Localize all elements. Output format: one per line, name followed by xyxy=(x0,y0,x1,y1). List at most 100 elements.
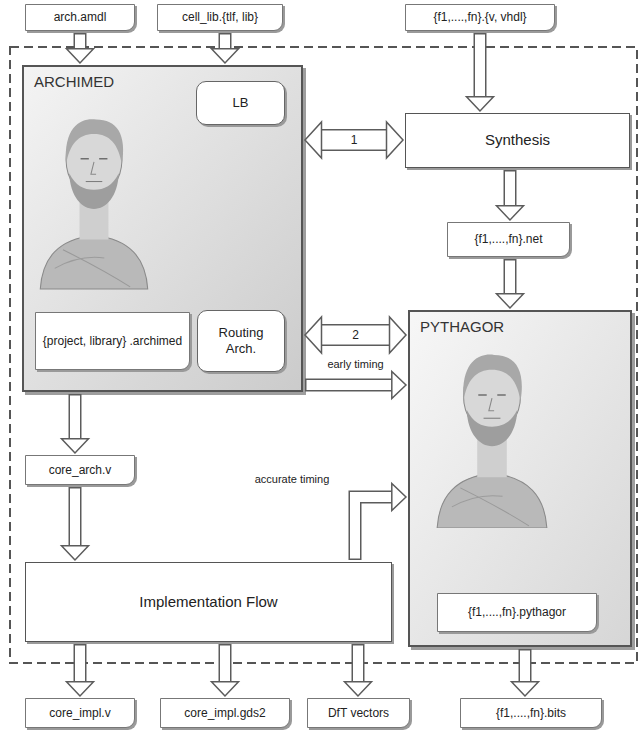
node-text: Implementation Flow xyxy=(139,593,277,612)
node-text: {f1,....,fn}.bits xyxy=(496,706,566,721)
arrow-shaft-fill xyxy=(321,326,391,345)
arrow-shaft-fill xyxy=(75,646,85,683)
block-arrow xyxy=(467,33,494,111)
node-text: core_impl.gds2 xyxy=(184,706,265,721)
node-text: Routing Arch. xyxy=(204,325,278,358)
edge-label: accurate timing xyxy=(253,473,332,486)
arrow-shaft-outline xyxy=(69,394,82,440)
block-arrow xyxy=(355,484,406,561)
edge-label: early timing xyxy=(325,358,385,371)
rounded-box: LB xyxy=(196,81,285,125)
file-note: {f1,....,fn}.{v, vhdl} xyxy=(405,4,555,31)
file-note: core_arch.v xyxy=(25,455,135,485)
node-text: cell_lib.{tlf, lib} xyxy=(182,10,258,25)
arrow-head xyxy=(67,49,94,63)
arrow-shaft-fill xyxy=(505,261,515,295)
node-text: {project, library} .archimed xyxy=(43,334,182,349)
block-arrow xyxy=(67,33,94,63)
file-note: core_impl.gds2 xyxy=(160,698,290,728)
rounded-box: Routing Arch. xyxy=(197,310,285,372)
file-note: {project, library} .archimed xyxy=(35,312,190,370)
node-text: {f1,....,fn}.{v, vhdl} xyxy=(433,10,526,25)
arrow-shaft-outline xyxy=(74,33,87,50)
file-note: arch.amdl xyxy=(25,4,135,31)
node-text: core_impl.v xyxy=(49,706,110,721)
arrow-head xyxy=(345,682,372,696)
arrow-shaft-outline xyxy=(474,33,487,98)
block-arrow xyxy=(497,259,524,308)
arrow-head xyxy=(392,372,406,399)
tool-panel: ARCHIMED LB {project, library} .archimed Ro… xyxy=(22,65,303,392)
file-note: cell_lib.{tlf, lib} xyxy=(157,4,283,31)
arrow-shaft-fill xyxy=(353,646,363,683)
arrow-shaft-outline xyxy=(219,644,232,683)
block-arrow xyxy=(512,649,539,696)
block-arrow xyxy=(345,644,372,696)
node-text: Synthesis xyxy=(485,131,550,150)
block-arrow xyxy=(212,33,239,63)
node-text: {f1,....,fn}.net xyxy=(474,232,542,247)
node-text: DfT vectors xyxy=(328,706,389,721)
arrow-shaft-outline xyxy=(305,379,393,392)
arrow-shaft-outline xyxy=(355,497,393,560)
arrow-head xyxy=(62,546,89,560)
arrow-shaft-outline xyxy=(69,487,82,547)
arrow-head xyxy=(305,317,322,353)
arrow-head xyxy=(212,682,239,696)
arrow-head xyxy=(497,294,524,308)
arrow-head xyxy=(512,682,539,696)
arrow-shaft-fill xyxy=(307,380,393,390)
arrow-head xyxy=(392,484,406,511)
arrow-shaft-outline xyxy=(504,170,517,207)
arrow-head xyxy=(67,682,94,696)
arrow-head xyxy=(305,122,322,158)
block-arrow xyxy=(62,394,89,453)
block-arrow xyxy=(497,170,524,220)
arrow-shaft-outline xyxy=(74,644,87,683)
archimed-panel-fill xyxy=(22,65,303,392)
node-text: LB xyxy=(233,95,249,111)
arrow-shaft-outline xyxy=(321,324,391,346)
node-text: arch.amdl xyxy=(54,10,107,25)
arrow-shaft-fill xyxy=(321,131,388,150)
file-note: core_impl.v xyxy=(25,698,135,728)
pythagor-panel-fill xyxy=(408,310,632,647)
block-arrow xyxy=(212,644,239,696)
arrow-head xyxy=(62,439,89,453)
block-arrow xyxy=(305,122,403,158)
arrow-head xyxy=(387,122,404,158)
block-arrow xyxy=(305,372,406,399)
arrow-shaft-fill xyxy=(70,396,80,440)
arrow-head xyxy=(497,206,524,220)
panel-title: PYTHAGOR xyxy=(420,318,504,335)
arrow-shaft-fill xyxy=(220,646,230,683)
arrow-shaft-fill xyxy=(475,35,485,98)
arrow-shaft-outline xyxy=(321,129,388,151)
callout-number: 2 xyxy=(350,328,361,342)
arrow-shaft-fill xyxy=(70,489,80,547)
arrow-head xyxy=(212,49,239,63)
dashed-frame xyxy=(10,47,637,663)
file-note: DfT vectors xyxy=(307,698,410,728)
process-box: Implementation Flow xyxy=(25,562,392,642)
file-note: {f1,....,fn}.bits xyxy=(460,698,602,728)
callout-number: 1 xyxy=(349,133,360,147)
arrow-shaft-outline xyxy=(219,33,232,50)
block-arrow xyxy=(305,317,406,353)
block-arrow xyxy=(67,644,94,696)
node-text: core_arch.v xyxy=(49,463,112,478)
arrow-head xyxy=(390,317,407,353)
panel-title: ARCHIMED xyxy=(34,73,114,90)
arrow-shaft-fill xyxy=(520,651,530,683)
pythagoras-bust xyxy=(437,355,547,528)
tool-panel: PYTHAGOR {f1,....,fn}.pythagor xyxy=(408,310,632,647)
arrow-shaft-fill xyxy=(220,35,230,50)
arrow-shaft-outline xyxy=(519,649,532,683)
arrow-shaft-fill xyxy=(505,172,515,207)
file-note: {f1,....,fn}.pythagor xyxy=(437,593,597,632)
arrow-head xyxy=(467,97,494,111)
archimedes-bust xyxy=(40,119,147,289)
process-box: Synthesis xyxy=(405,113,630,168)
arrow-shaft-fill xyxy=(75,35,85,50)
